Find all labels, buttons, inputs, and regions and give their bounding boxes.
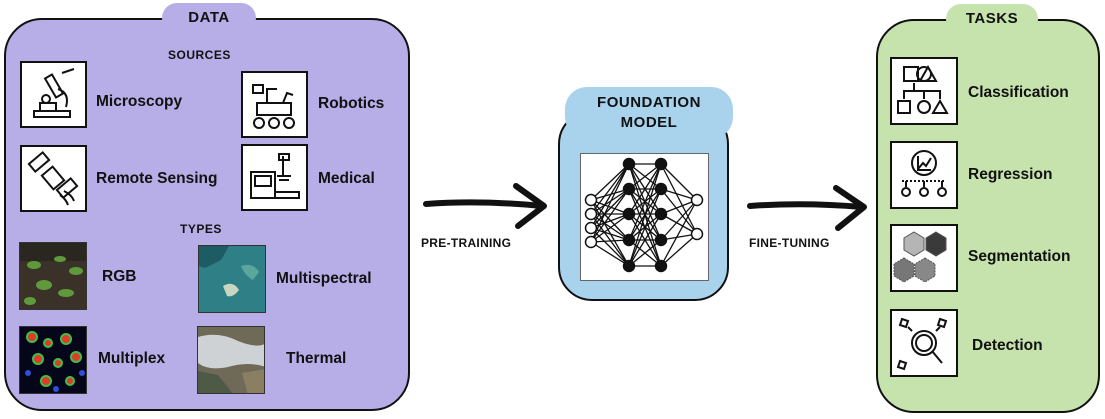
nn-node (584, 193, 598, 207)
task-label-segmentation: Segmentation (968, 248, 1071, 265)
magnifier-detection-icon (890, 309, 958, 377)
data-title: DATA (162, 3, 256, 33)
nn-node (622, 157, 636, 171)
plant-field-photo (19, 242, 87, 310)
source-label-microscopy: Microscopy (96, 93, 183, 110)
microscope-icon (20, 61, 87, 128)
source-label-remote-sensing: Remote Sensing (96, 170, 218, 187)
type-label-rgb: RGB (102, 268, 137, 285)
hexagon-segments-icon (890, 224, 958, 292)
nn-node (622, 182, 636, 196)
satellite-icon (20, 145, 87, 212)
nn-node (654, 207, 668, 221)
satellite-coast-image (198, 245, 266, 313)
nn-node (584, 207, 598, 221)
task-label-regression: Regression (968, 166, 1053, 183)
foundation-model-title-line2: MODEL (620, 114, 678, 131)
sources-heading: SOURCES (168, 48, 231, 62)
trend-chart-icon (890, 141, 958, 209)
nn-node (654, 259, 668, 273)
nn-node (690, 193, 704, 207)
shapes-hierarchy-icon (890, 57, 958, 125)
nn-node (690, 227, 704, 241)
nn-node (584, 221, 598, 235)
tasks-title: TASKS (946, 4, 1038, 34)
foundation-model-title: FOUNDATION MODEL (565, 93, 733, 133)
types-heading: TYPES (180, 222, 222, 236)
finetuning-label: FINE-TUNING (749, 236, 830, 250)
neural-network-icon (580, 153, 709, 281)
source-label-medical: Medical (318, 170, 375, 187)
type-label-multiplex: Multiplex (98, 350, 166, 367)
source-label-robotics: Robotics (318, 95, 385, 112)
pretraining-label: PRE-TRAINING (421, 236, 512, 250)
fluorescent-cells-image (19, 326, 87, 394)
nn-node (654, 233, 668, 247)
foundation-model-pill (565, 87, 733, 139)
type-label-thermal: Thermal (286, 350, 347, 367)
nn-node (584, 235, 598, 249)
medical-scanner-icon (241, 144, 308, 211)
robot-rover-icon (241, 71, 308, 138)
nn-node (654, 157, 668, 171)
smoke-plume-image (197, 326, 265, 394)
nn-node (622, 259, 636, 273)
type-label-multispectral: Multispectral (276, 270, 372, 287)
task-label-detection: Detection (972, 337, 1043, 354)
nn-node (622, 207, 636, 221)
nn-node (622, 233, 636, 247)
finetuning-arrow (747, 185, 867, 231)
pretraining-arrow (423, 183, 547, 229)
foundation-model-title-line1: FOUNDATION (597, 94, 701, 111)
nn-node (654, 182, 668, 196)
task-label-classification: Classification (968, 84, 1069, 101)
